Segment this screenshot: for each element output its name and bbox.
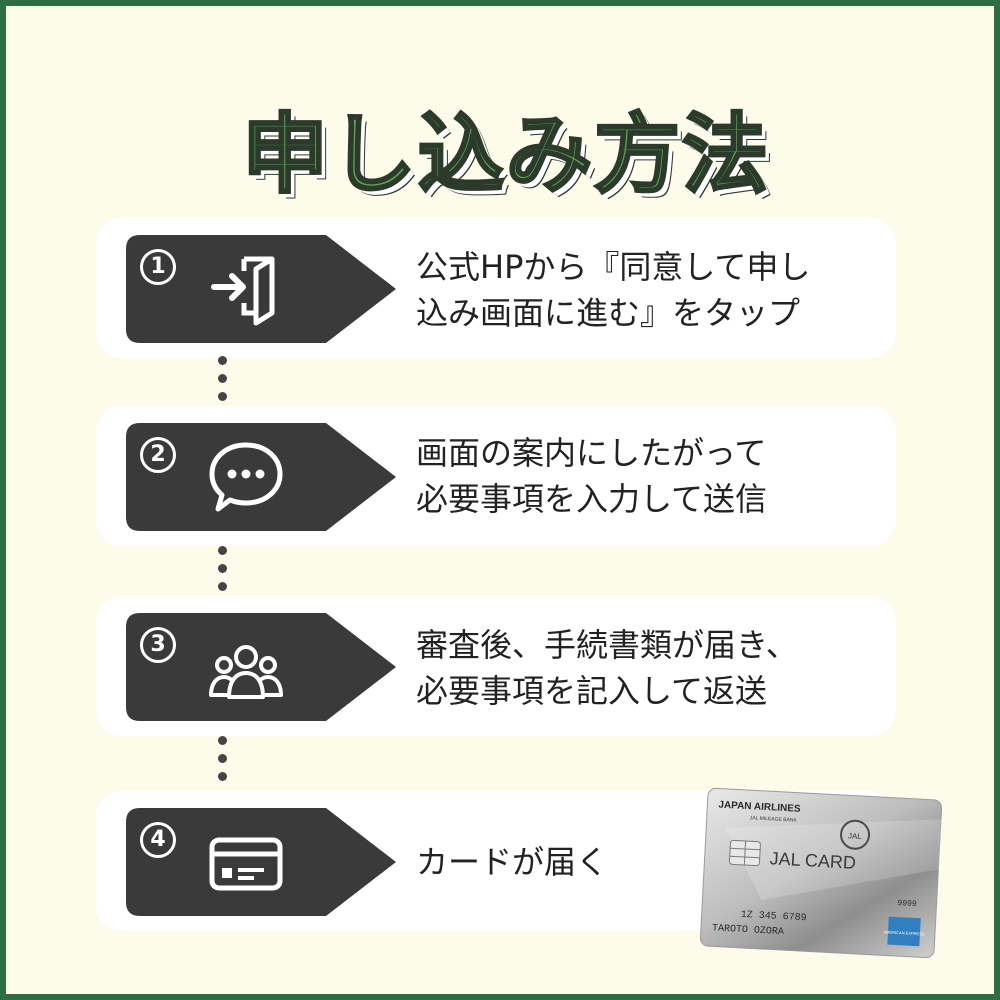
- card-holder: TAROTO OZORA: [712, 923, 784, 938]
- card-small-digits: 9999: [897, 899, 917, 909]
- step-text-1: 公式HPから『同意して申し 込み画面に進む』をタップ: [416, 248, 811, 332]
- card-name: JAL CARD: [769, 848, 856, 872]
- jal-card-image: JAPAN AIRLINES JAL MILEAGE BANK JAL JAL …: [699, 787, 943, 959]
- chat-bubble-icon: [209, 442, 283, 512]
- step-text-2: 画面の案内にしたがって 必要事項を入力して送信: [416, 434, 768, 518]
- step-text-4: カードが届く: [416, 843, 609, 881]
- card-subtitle: JAL MILEAGE BANK: [750, 815, 798, 823]
- step-number-3: 3: [140, 627, 176, 663]
- credit-card-icon: [209, 837, 283, 891]
- step-number-1: 1: [140, 249, 176, 285]
- card-number: 1Z 345 6789: [740, 910, 807, 924]
- card-jal-mark: JAL: [848, 831, 863, 841]
- page-title: 申し込み方法: [241, 104, 770, 207]
- login-door-icon: [211, 256, 275, 326]
- step-number-2: 2: [140, 437, 176, 473]
- step-badge-2: 2: [126, 423, 396, 531]
- card-amex-label: AMERICAN EXPRESS: [883, 929, 925, 936]
- step-text-3: 審査後、手続書類が届き、 必要事項を記入して返送: [416, 626, 798, 710]
- step-badge-1: 1: [126, 235, 396, 343]
- connector-dots-3: [217, 736, 227, 790]
- step-badge-3: 3: [126, 613, 396, 721]
- step-number-4: 4: [140, 822, 176, 858]
- connector-dots-2: [217, 546, 227, 600]
- step-card-1: 1 公式HPから『同意して申し 込み画面に進む』をタップ: [96, 218, 896, 358]
- step-card-3: 3 審査後、手続書類が届き、 必要事項を記入して返送: [96, 596, 896, 736]
- step-badge-4: 4: [126, 808, 396, 916]
- people-group-icon: [209, 645, 283, 699]
- step-card-2: 2 画面の案内にしたがって 必要事項を入力して送信: [96, 406, 896, 546]
- card-airline: JAPAN AIRLINES: [718, 800, 801, 815]
